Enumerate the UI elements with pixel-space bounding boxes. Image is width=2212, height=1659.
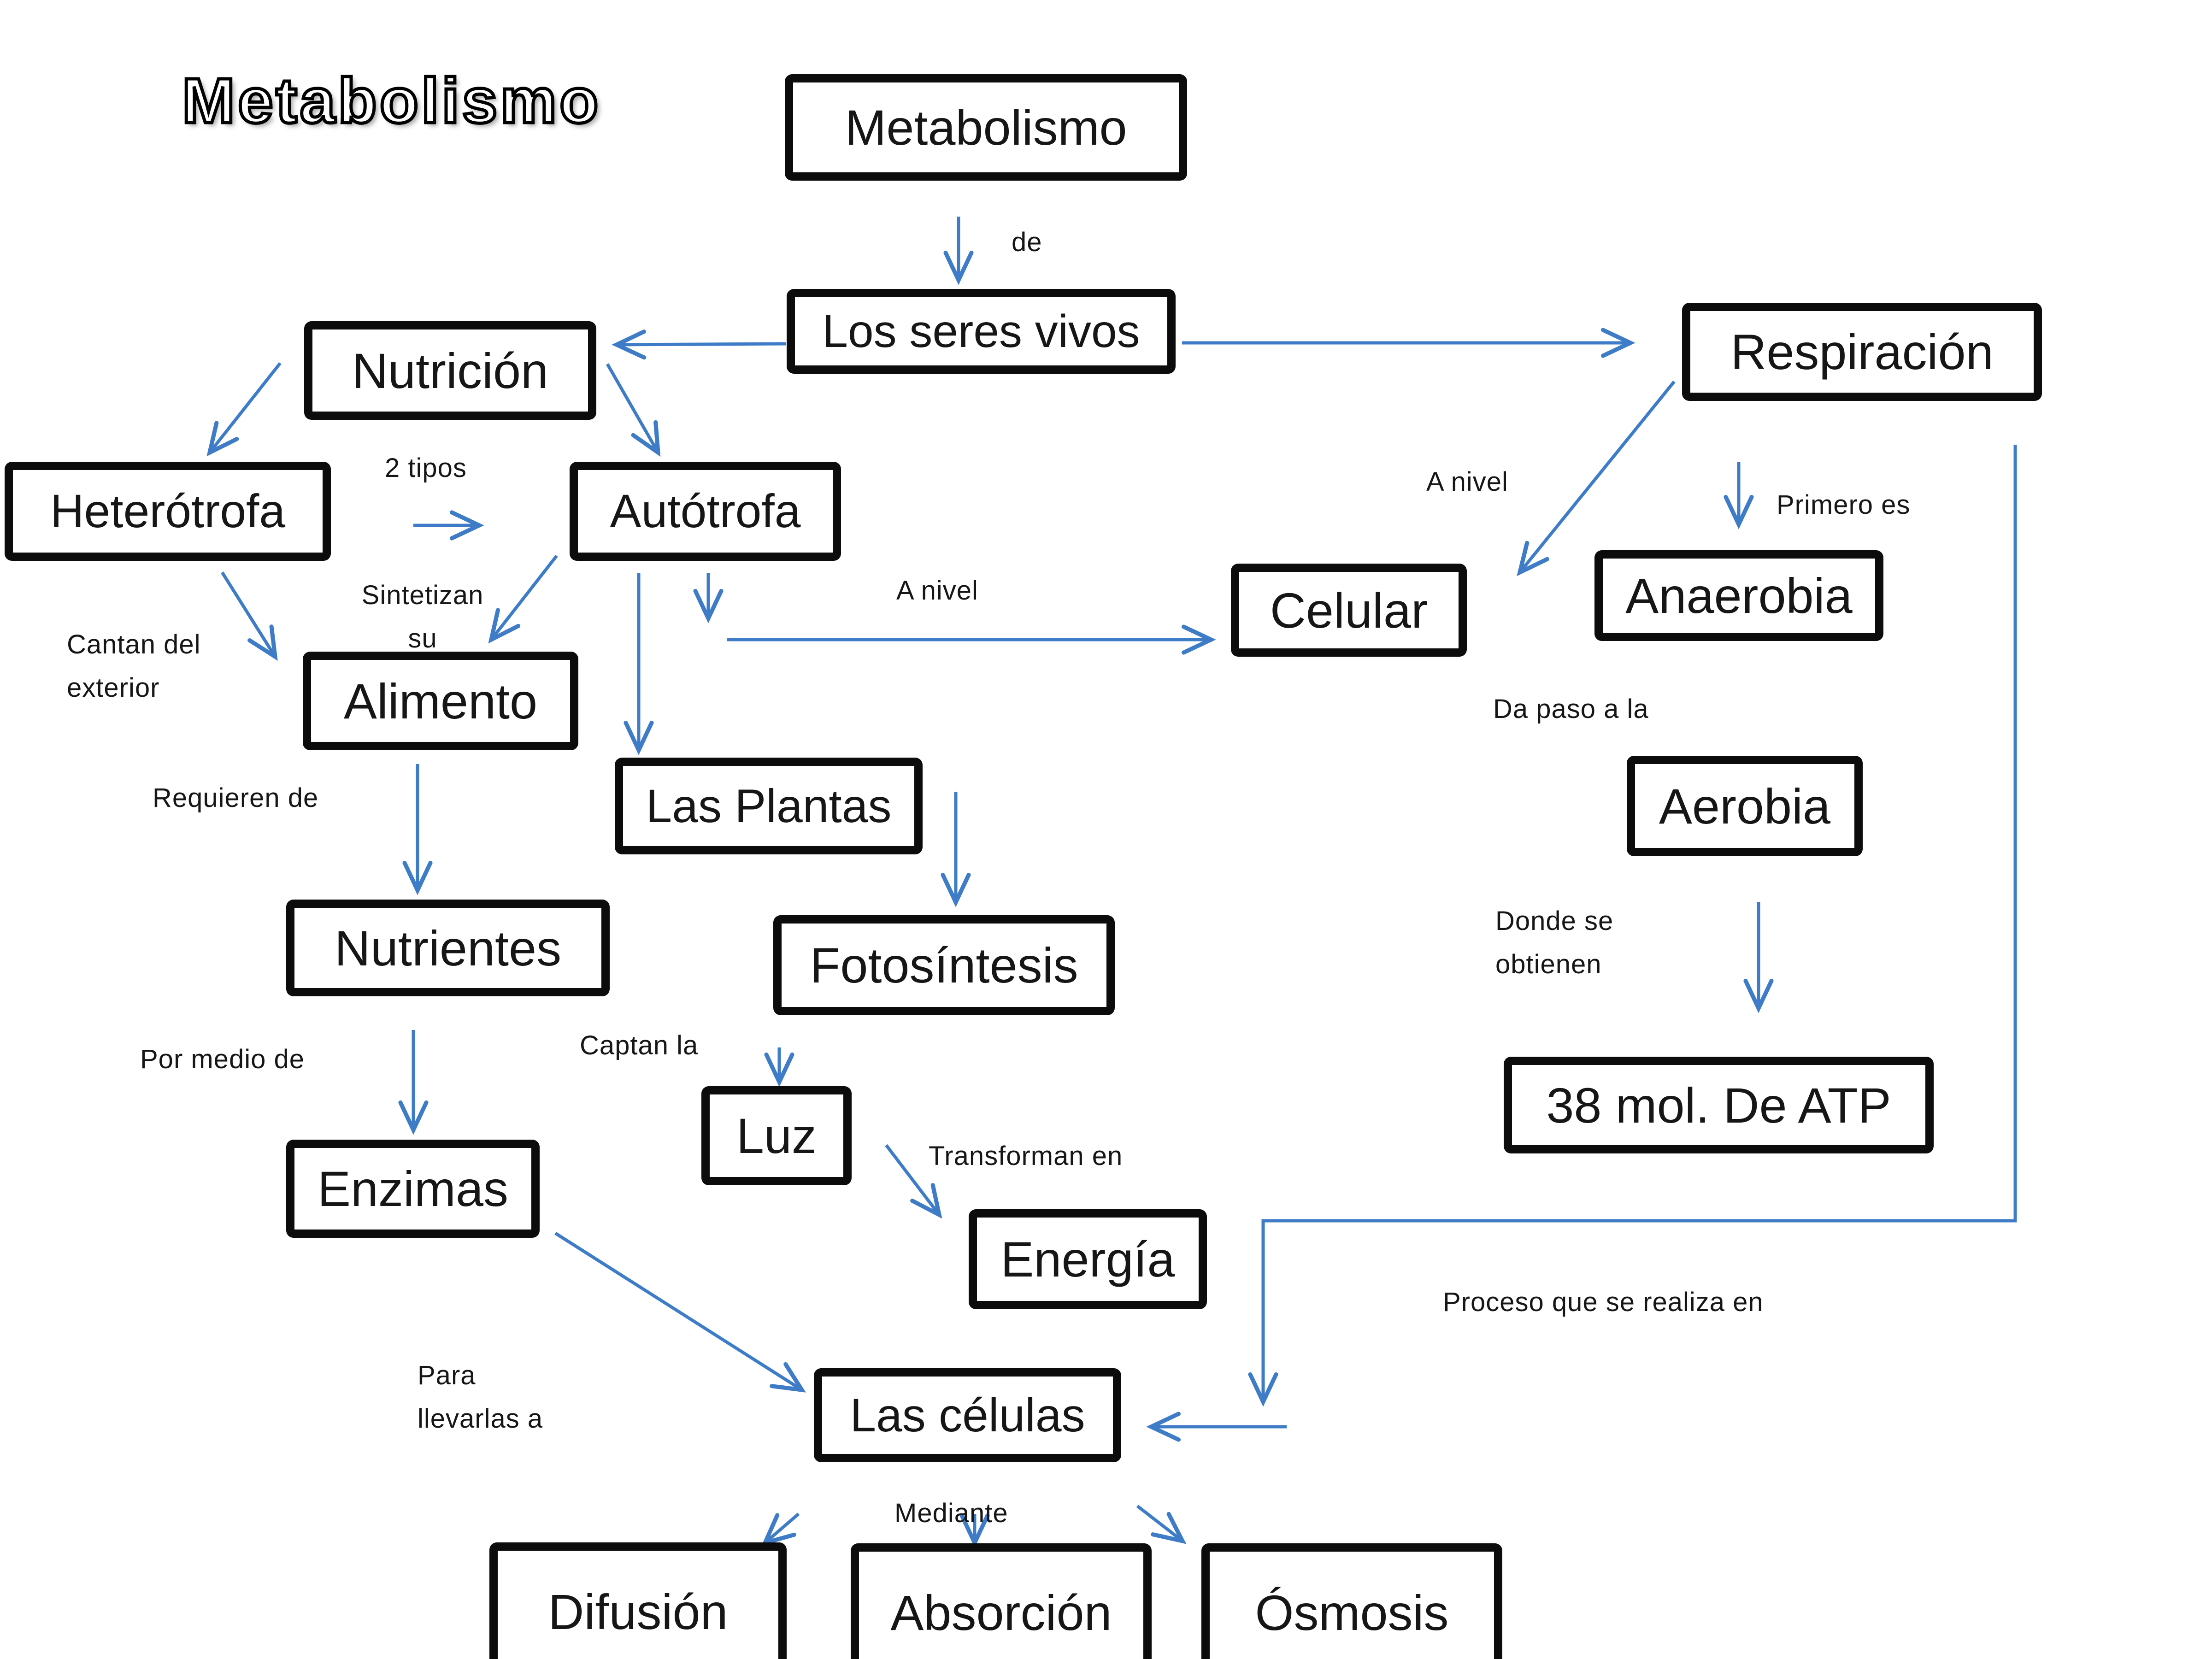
edge-label-para-line1: Para bbox=[418, 1360, 476, 1390]
node-difusion: Difusión bbox=[489, 1542, 787, 1659]
node-nutricion: Nutrición bbox=[304, 321, 596, 420]
node-atp-label: 38 mol. De ATP bbox=[1546, 1077, 1891, 1133]
node-autotrofa-label: Autótrofa bbox=[610, 485, 801, 537]
edge-label-primero-es: Primero es bbox=[1777, 490, 1911, 520]
node-seres-vivos-label: Los seres vivos bbox=[822, 305, 1140, 357]
arrow-celulas-osmosis bbox=[1136, 1505, 1187, 1544]
node-aerobia-label: Aerobia bbox=[1659, 778, 1831, 834]
edge-label-cantan-del-exterior: Cantan del exterior bbox=[67, 623, 201, 710]
edge-label-cantan-line1: Cantan del bbox=[67, 629, 201, 659]
edge-label-sintetizan: Sintetizan su bbox=[349, 574, 496, 660]
arrow-luz-energia bbox=[885, 1144, 942, 1219]
edge-label-sintetizan-line2: su bbox=[408, 623, 437, 653]
edge-label-a-nivel-center: A nivel bbox=[896, 576, 978, 606]
node-fotosintesis-label: Fotosíntesis bbox=[810, 937, 1078, 993]
arrow-seres-nutricion bbox=[612, 329, 786, 360]
node-alimento-label: Alimento bbox=[343, 673, 538, 729]
node-difusion-label: Difusión bbox=[548, 1583, 728, 1640]
node-absorcion-label: Absorción bbox=[890, 1584, 1112, 1641]
edge-label-de: de bbox=[1012, 227, 1042, 257]
edge-label-por-medio-de: Por medio de bbox=[140, 1044, 305, 1074]
node-luz-label: Luz bbox=[736, 1108, 817, 1164]
edge-label-transforman-en: Transforman en bbox=[929, 1141, 1123, 1171]
node-alimento: Alimento bbox=[303, 652, 578, 750]
node-las-plantas-label: Las Plantas bbox=[646, 779, 892, 832]
edge-label-donde-se-obtienen: Donde se obtienen bbox=[1495, 900, 1613, 986]
node-respiracion: Respiración bbox=[1682, 303, 2042, 401]
node-metabolismo-label: Metabolismo bbox=[845, 100, 1127, 155]
node-nutrientes-label: Nutrientes bbox=[334, 920, 562, 976]
edge-label-sintetizan-line1: Sintetizan bbox=[361, 580, 484, 610]
node-seres-vivos: Los seres vivos bbox=[787, 289, 1176, 374]
node-energia: Energía bbox=[969, 1209, 1207, 1309]
edge-label-proceso: Proceso que se realiza en bbox=[1443, 1287, 1764, 1317]
arrow-respiracion-proceso-connector bbox=[1248, 445, 2017, 1407]
edge-label-captan-la: Captan la bbox=[580, 1030, 699, 1060]
node-respiracion-label: Respiración bbox=[1730, 324, 1994, 380]
arrow-enzimas-celulas bbox=[554, 1232, 806, 1393]
node-celular: Celular bbox=[1231, 564, 1467, 657]
edge-label-donde-line1: Donde se bbox=[1495, 906, 1614, 936]
node-luz: Luz bbox=[701, 1086, 852, 1185]
edge-label-para-line2: llevarlas a bbox=[418, 1403, 543, 1434]
node-atp: 38 mol. De ATP bbox=[1504, 1057, 1934, 1153]
edge-label-dos-tipos: 2 tipos bbox=[385, 453, 467, 483]
node-energia-label: Energía bbox=[1000, 1231, 1175, 1287]
node-osmosis-label: Ósmosis bbox=[1255, 1584, 1449, 1641]
node-nutricion-label: Nutrición bbox=[352, 342, 549, 399]
edge-label-donde-line2: obtienen bbox=[1495, 949, 1602, 979]
node-autotrofa: Autótrofa bbox=[570, 462, 841, 561]
node-anaerobia-label: Anaerobia bbox=[1625, 568, 1853, 624]
edge-label-cantan-line2: exterior bbox=[67, 672, 160, 703]
node-enzimas: Enzimas bbox=[286, 1140, 540, 1238]
arrow-heterotrofa-alimento bbox=[221, 571, 278, 661]
node-anaerobia: Anaerobia bbox=[1594, 550, 1883, 641]
node-heterotrofa: Heterótrofa bbox=[5, 462, 331, 561]
node-nutrientes: Nutrientes bbox=[286, 900, 610, 996]
node-celular-label: Celular bbox=[1270, 582, 1428, 638]
edge-label-a-nivel-right: A nivel bbox=[1426, 467, 1508, 497]
node-metabolismo: Metabolismo bbox=[785, 74, 1187, 181]
edge-label-requieren-de: Requieren de bbox=[153, 783, 319, 813]
node-heterotrofa-label: Heterótrofa bbox=[50, 485, 286, 537]
node-enzimas-label: Enzimas bbox=[317, 1161, 509, 1217]
node-osmosis: Ósmosis bbox=[1201, 1543, 1502, 1659]
arrow-respiracion-celular bbox=[1517, 380, 1676, 577]
arrow-nutricion-heterotrofa bbox=[206, 362, 282, 457]
edge-label-para-llevarlas-a: Para llevarlas a bbox=[418, 1354, 543, 1441]
node-absorcion: Absorción bbox=[851, 1543, 1152, 1659]
node-aerobia: Aerobia bbox=[1627, 756, 1863, 856]
arrow-nutricion-autotrofa bbox=[606, 363, 661, 457]
node-las-celulas-label: Las células bbox=[850, 1388, 1085, 1441]
page-title: Metabolismo bbox=[180, 64, 601, 138]
node-las-plantas: Las Plantas bbox=[615, 758, 923, 854]
node-las-celulas: Las células bbox=[814, 1368, 1121, 1462]
edge-label-mediante: Mediante bbox=[894, 1498, 1008, 1528]
arrow-celulas-difusion bbox=[761, 1512, 800, 1546]
node-fotosintesis: Fotosíntesis bbox=[773, 915, 1115, 1015]
arrow-autotrofa-alimento bbox=[488, 554, 558, 644]
edge-label-da-paso-a-la: Da paso a la bbox=[1493, 694, 1649, 724]
